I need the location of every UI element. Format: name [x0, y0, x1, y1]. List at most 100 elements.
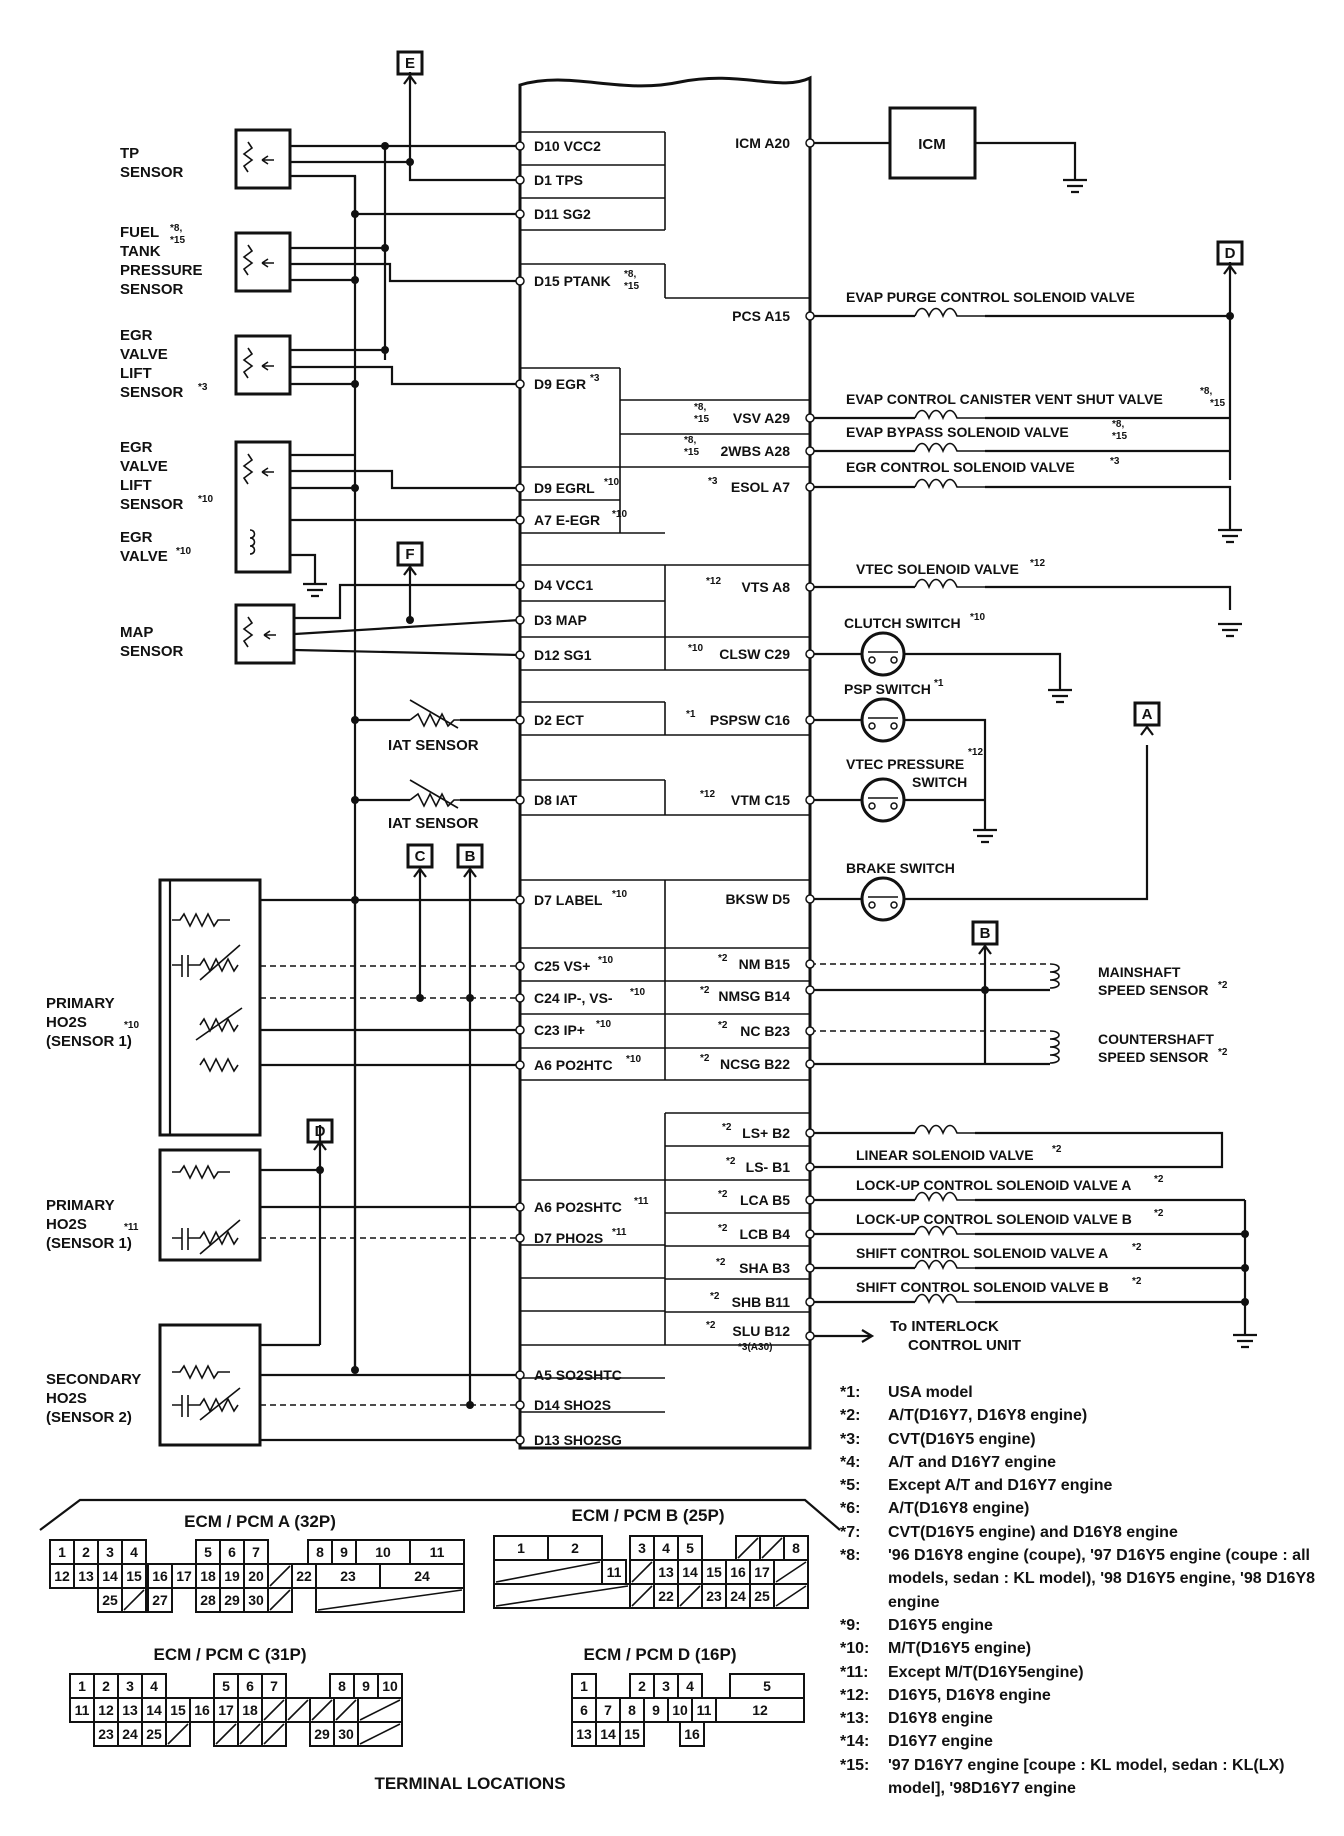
- egr-lift-3-label-4: SENSOR: [120, 384, 184, 401]
- connector-c-pin-number: 15: [170, 1702, 186, 1718]
- pin-d15-ptank-note: *8,: [624, 269, 636, 280]
- pin-icm-a20: ICM A20: [735, 135, 790, 151]
- footnote-13: *13:D16Y8 engine: [840, 1707, 1340, 1730]
- ref-a: A: [1142, 706, 1153, 723]
- footnote-text: A/T(D16Y8 engine): [888, 1500, 1030, 1518]
- pin-d11-sg2: D11 SG2: [534, 206, 591, 222]
- pin-d13-sho2sg: D13 SHO2SG: [534, 1432, 622, 1448]
- connector-c-pin-number: 12: [98, 1702, 114, 1718]
- pin-d7-pho2s-note: *11: [612, 1227, 627, 1238]
- terminal-locations-caption: TERMINAL LOCATIONS: [374, 1774, 565, 1793]
- connector-c-blank-cell: [335, 1699, 357, 1721]
- connector-c-blank-cell: [239, 1723, 261, 1745]
- connector-b-blank-cell: [495, 1561, 601, 1583]
- pin-esol-a7-note: *3: [708, 476, 718, 487]
- footnote-8: *8:'96 D16Y8 engine (coupe), '97 D16Y5 e…: [840, 1544, 1340, 1614]
- footnote-text: D16Y8 engine: [888, 1710, 993, 1728]
- footnote-1: *1:USA model: [840, 1381, 1340, 1404]
- connector-c-blank-cell: [359, 1699, 401, 1721]
- connector-c-pin-number: 7: [270, 1678, 278, 1694]
- connector-d-pin-number: 1: [580, 1678, 588, 1694]
- shift-b-label: SHIFT CONTROL SOLENOID VALVE B: [856, 1279, 1109, 1295]
- terminal-locations: ECM / PCM A (32P) ECM / PCM B (25P) ECM …: [39, 1498, 841, 1793]
- connector-d-pin-number: 8: [628, 1702, 636, 1718]
- pin-vsv-a29-note-2: *15: [694, 414, 709, 425]
- tp-sensor-box: [234, 128, 292, 190]
- fuel-tank-note-2: *15: [170, 235, 185, 246]
- pin-nmsg-b14: NMSG B14: [718, 988, 790, 1004]
- pin-sha-b3-note: *2: [716, 1257, 726, 1268]
- evap-bypass-label: EVAP BYPASS SOLENOID VALVE: [846, 424, 1069, 440]
- footnote-text: A/T and D16Y7 engine: [888, 1453, 1057, 1471]
- reference-markers: [306, 50, 1244, 1151]
- connector-d-pin-number: 11: [697, 1702, 712, 1718]
- connector-c-pin-number: 9: [362, 1678, 370, 1694]
- pin-sha-b3: SHA B3: [739, 1260, 790, 1276]
- pin-ls-minus-b1-note: *2: [726, 1156, 736, 1167]
- pin-d7-pho2s: D7 PHO2S: [534, 1230, 603, 1246]
- primary-ho2s-10-label-1: PRIMARY: [46, 995, 115, 1012]
- countershaft-note: *2: [1218, 1047, 1228, 1058]
- footnote-9: *9:D16Y5 engine: [840, 1614, 1340, 1637]
- connector-d-pin-number: 10: [672, 1702, 688, 1718]
- connector-a-pin-number: 6: [228, 1544, 236, 1560]
- connector-b-pin-number: 11: [607, 1564, 622, 1580]
- pin-slu-b12: SLU B12: [732, 1323, 790, 1339]
- pin-nc-b23: NC B23: [740, 1023, 790, 1039]
- connector-a-blank-cell: [269, 1589, 291, 1611]
- connector-a-pin-number: 18: [200, 1568, 216, 1584]
- pin-lca-b5-note: *2: [718, 1189, 728, 1200]
- fuel-tank-label-4: SENSOR: [120, 281, 184, 298]
- connector-c-pin-number: 18: [242, 1702, 258, 1718]
- connector-d-cell: [595, 1721, 621, 1747]
- connector-b-cell: [493, 1535, 549, 1561]
- footnote-text: D16Y5 engine: [888, 1616, 993, 1634]
- pin-pspsw-c16: PSPSW C16: [710, 712, 790, 728]
- egr-valve-label-1: EGR: [120, 529, 153, 546]
- component-labels: TP SENSOR FUEL *8, *15 TANK PRESSURE SEN…: [46, 136, 1021, 1426]
- egr-lift-3-label-3: LIFT: [120, 365, 152, 382]
- pin-d7-label: D7 LABEL: [534, 892, 603, 908]
- connector-d-cell: [691, 1697, 717, 1723]
- brake-switch-label: BRAKE SWITCH: [846, 860, 955, 876]
- footnote-mark: *4:: [840, 1453, 861, 1471]
- connector-d-title: ECM / PCM D (16P): [583, 1645, 736, 1664]
- connector-b-pin-number: 4: [662, 1540, 670, 1556]
- connector-b-blank-cell: [495, 1585, 629, 1607]
- junction-dots: [316, 142, 1249, 1409]
- fuel-tank-sensor-box: [234, 231, 292, 293]
- map-sensor-label-2: SENSOR: [120, 643, 184, 660]
- pin-vtm-c15: VTM C15: [731, 792, 790, 808]
- connector-c-blank-cell: [287, 1699, 309, 1721]
- footnote-6: *6:A/T(D16Y8 engine): [840, 1497, 1340, 1520]
- connector-a-pin-number: 13: [78, 1568, 94, 1584]
- connector-b-pin-number: 1: [517, 1540, 525, 1556]
- connector-c-pin-number: 11: [75, 1702, 90, 1718]
- pin-ncsg-b22-note: *2: [700, 1053, 710, 1064]
- ref-d-left: D: [315, 1123, 326, 1140]
- lockup-a-label: LOCK-UP CONTROL SOLENOID VALVE A: [856, 1177, 1131, 1193]
- connector-d-cell: [677, 1673, 703, 1699]
- connector-d-pin-number: 3: [662, 1678, 670, 1694]
- connector-d-pin-number: 7: [604, 1702, 612, 1718]
- connector-b-pin-number: 17: [754, 1564, 770, 1580]
- vtec-pressure-label: VTEC PRESSURE: [846, 756, 964, 772]
- pin-vts-a8: VTS A8: [742, 579, 791, 595]
- mainshaft-note: *2: [1218, 980, 1228, 991]
- ref-e-top: E: [405, 55, 415, 72]
- footnote-mark: *7:: [840, 1523, 861, 1541]
- map-sensor-box: [234, 603, 296, 665]
- footnote-mark: *11:: [840, 1663, 869, 1681]
- connector-d-cell: [619, 1697, 645, 1723]
- pin-vsv-a29: VSV A29: [733, 410, 790, 426]
- pin-slu-b12-note-2: *3(A30): [738, 1342, 772, 1353]
- egr-lift-10-label-1: EGR: [120, 439, 153, 456]
- connector-d-pin-number: 16: [684, 1726, 700, 1742]
- clutch-switch-label: CLUTCH SWITCH: [844, 615, 961, 631]
- connector-b-cell: [677, 1535, 703, 1561]
- connector-a-pin-number: 9: [340, 1544, 348, 1560]
- lockup-b-note: *2: [1154, 1208, 1164, 1219]
- connector-c-pin-number: 10: [382, 1678, 398, 1694]
- connector-c-pin-number: 8: [338, 1678, 346, 1694]
